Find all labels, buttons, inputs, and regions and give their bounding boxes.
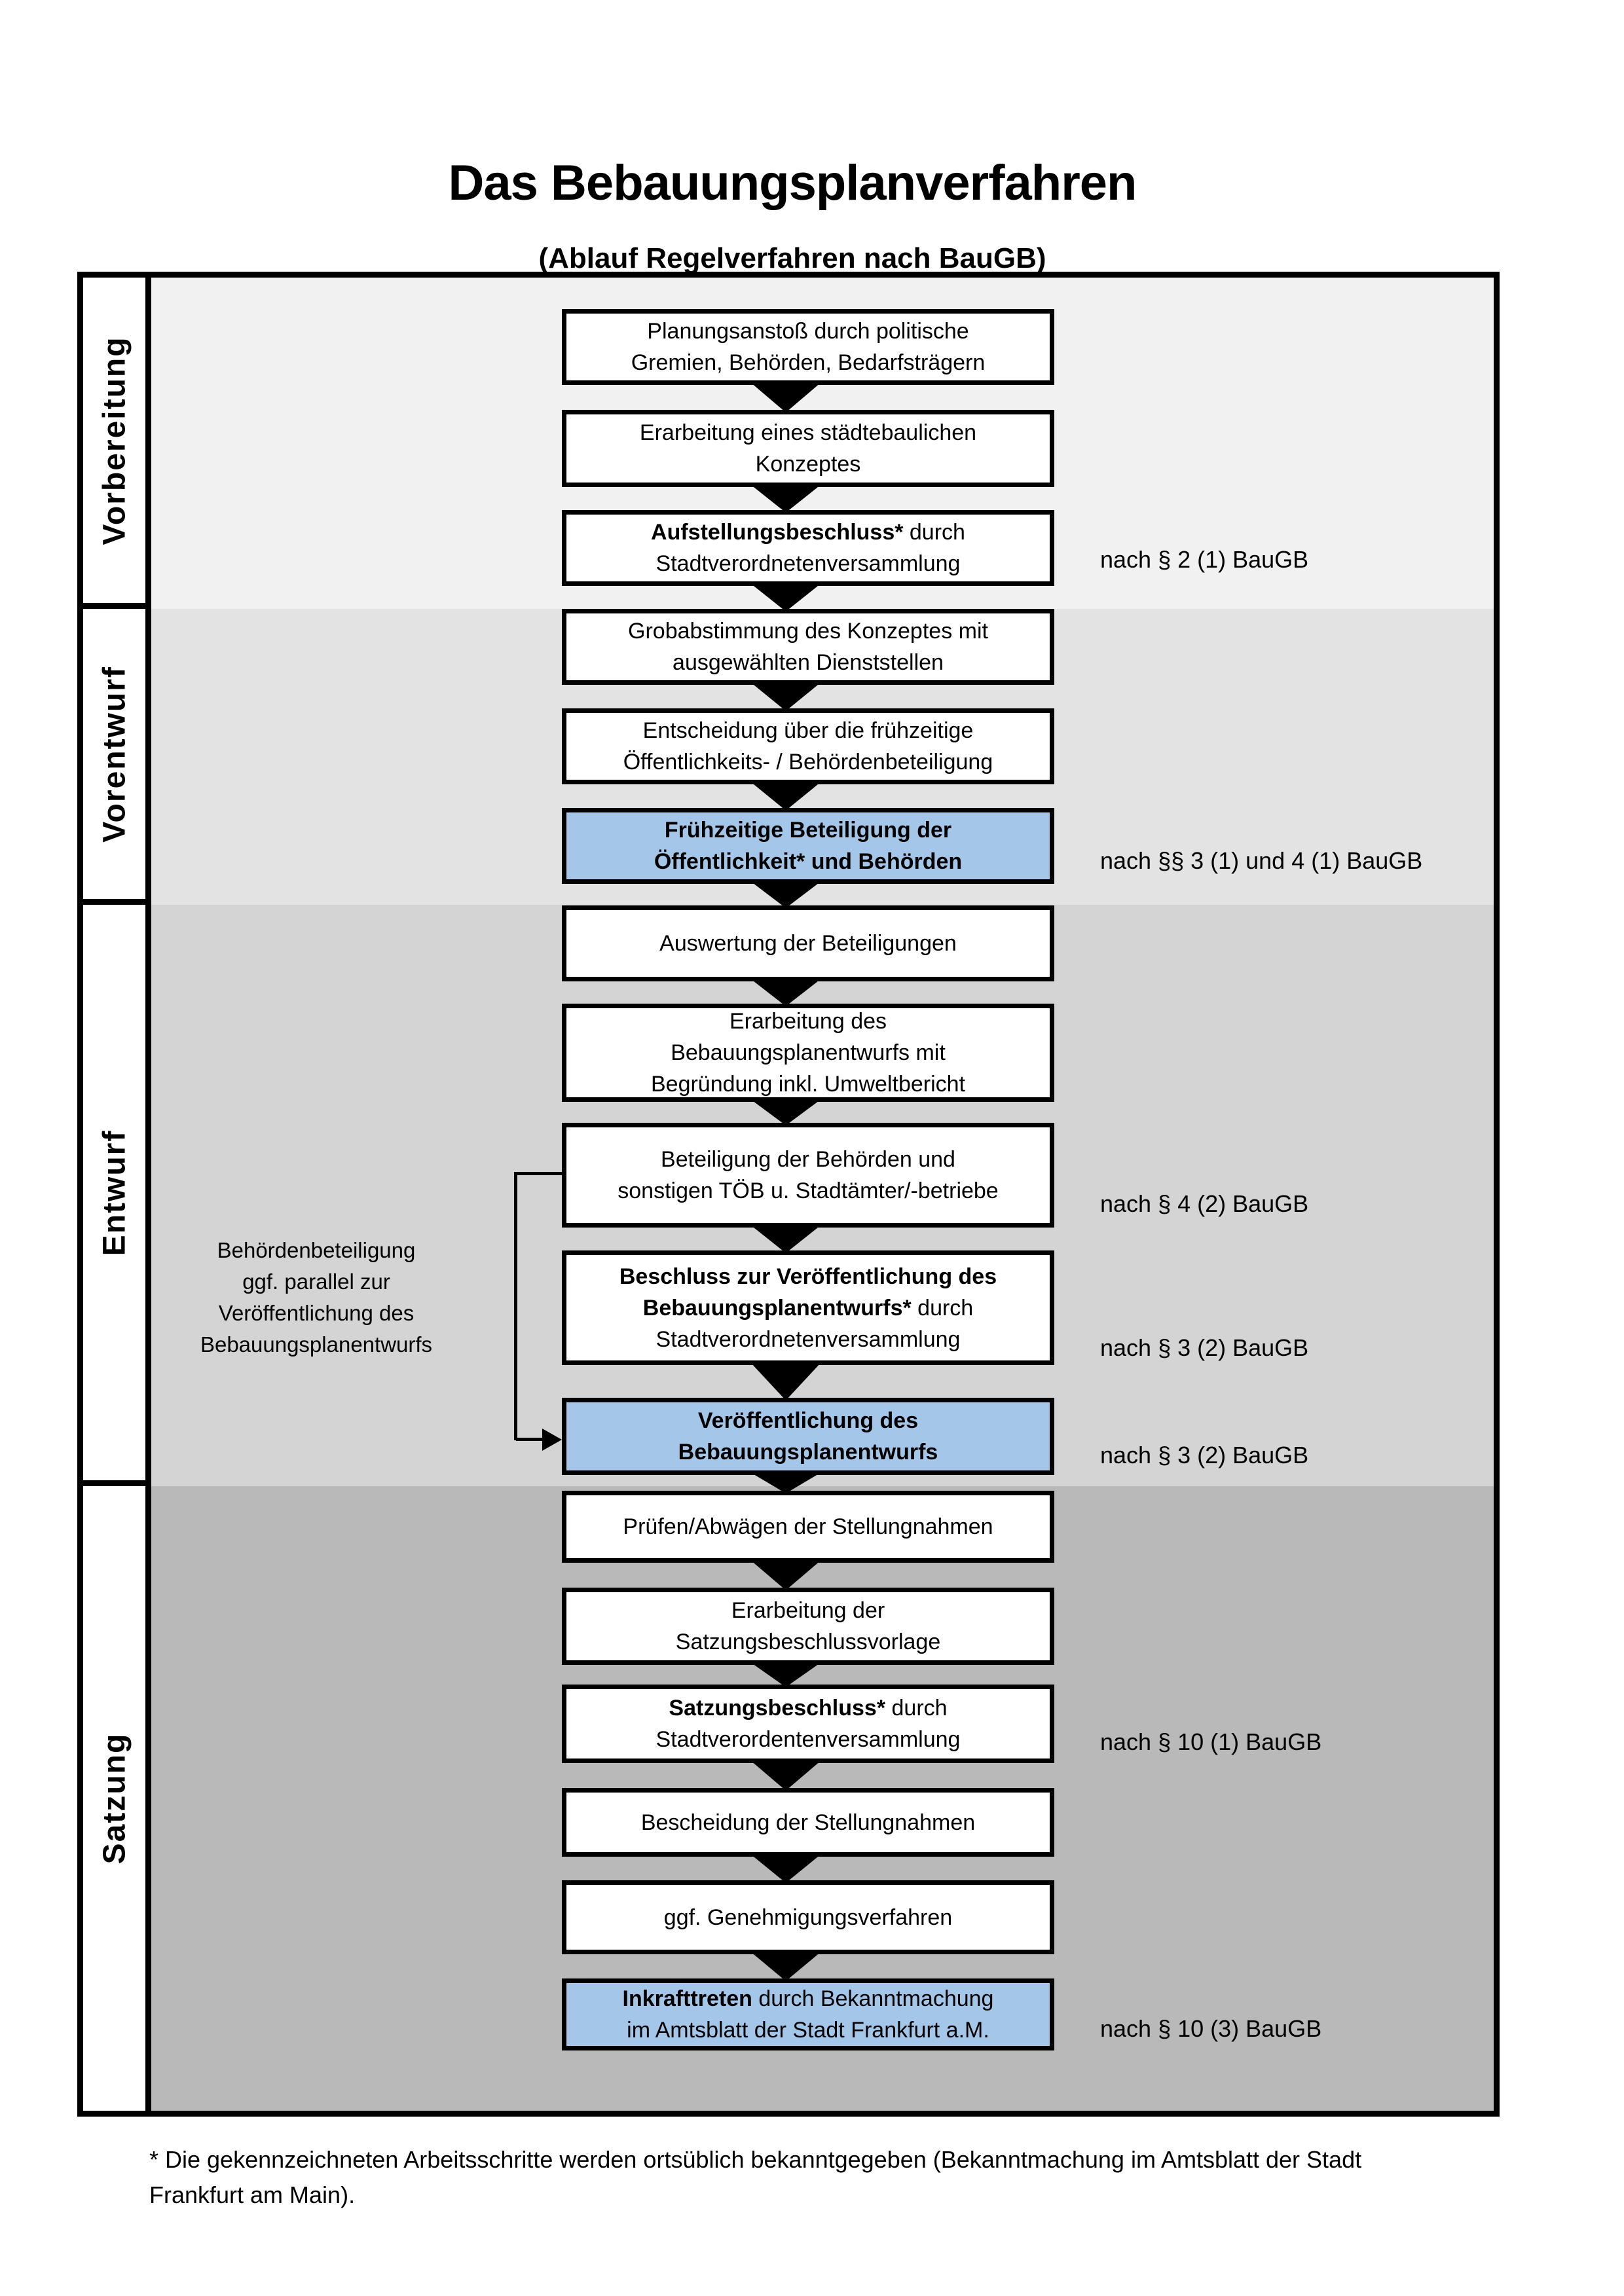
- section-label-cell: Entwurf: [83, 905, 151, 1486]
- flow-box-planungsanstoss: Planungsanstoß durch politische Gremien,…: [562, 309, 1054, 385]
- flow-box-entscheidung-beteiligung: Entscheidung über die frühzeitige Öffent…: [562, 708, 1054, 784]
- annotation-baugb-2-1: nach § 2 (1) BauGB: [1100, 546, 1309, 573]
- flow-box-fruehzeitige-beteiligung: Frühzeitige Beteiligung der Öffentlichke…: [562, 808, 1054, 884]
- flow-box-satzungsbeschluss: Satzungsbeschluss* durch Stadtverordente…: [562, 1685, 1054, 1763]
- arrow-down-icon: [750, 1854, 821, 1883]
- flow-box-aufstellungsbeschluss: Aufstellungsbeschluss* durch Stadtverord…: [562, 510, 1054, 586]
- arrow-down-icon: [750, 1760, 821, 1791]
- section-label-entwurf: Entwurf: [97, 1129, 132, 1256]
- section-label-satzung: Satzung: [97, 1732, 132, 1865]
- annotation-baugb-3-2-a: nach § 3 (2) BauGB: [1100, 1334, 1309, 1361]
- annotation-baugb-3-4-1: nach §§ 3 (1) und 4 (1) BauGB: [1100, 847, 1423, 874]
- annotation-baugb-3-2-b: nach § 3 (2) BauGB: [1100, 1442, 1309, 1468]
- flow-box-satzungsbeschlussvorlage: Erarbeitung der Satzungsbeschlussvorlage: [562, 1588, 1054, 1665]
- annotation-baugb-4-2: nach § 4 (2) BauGB: [1100, 1190, 1309, 1217]
- flow-box-genehmigungsverfahren: ggf. Genehmigungsverfahren: [562, 1880, 1054, 1954]
- arrow-down-icon: [750, 1952, 821, 1981]
- arrow-down-icon: [750, 484, 821, 513]
- flow-box-konzept-erarbeitung: Erarbeitung eines städtebaulichen Konzep…: [562, 410, 1054, 487]
- arrow-down-icon: [750, 382, 821, 412]
- annotation-baugb-10-3: nach § 10 (3) BauGB: [1100, 2015, 1322, 2042]
- arrow-down-icon: [750, 782, 821, 811]
- arrow-down-icon: [750, 979, 821, 1006]
- elbow-connector-stub: [514, 1172, 562, 1175]
- page-subtitle: (Ablauf Regelverfahren nach BauGB): [538, 242, 1046, 274]
- arrow-down-icon: [750, 1099, 821, 1125]
- arrow-down-icon: [750, 1362, 821, 1400]
- arrow-down-icon: [750, 1225, 821, 1253]
- section-label-vorbereitung: Vorbereitung: [97, 335, 132, 545]
- flow-box-auswertung: Auswertung der Beteiligungen: [562, 905, 1054, 981]
- flow-box-behoerden-beteiligung: Beteiligung der Behörden und sonstigen T…: [562, 1123, 1054, 1228]
- flow-box-veroeffentlichung: Veröffentlichung des Bebauungsplanentwur…: [562, 1398, 1054, 1475]
- arrow-down-icon: [750, 1662, 821, 1687]
- footnote: * Die gekennzeichneten Arbeitsschritte w…: [149, 2146, 1362, 2208]
- flow-box-entwurf-erarbeitung: Erarbeitung des Bebauungsplanentwurfs mi…: [562, 1004, 1054, 1102]
- flow-box-pruefen-abwaegen: Prüfen/Abwägen der Stellungnahmen: [562, 1491, 1054, 1563]
- annotation-baugb-10-1: nach § 10 (1) BauGB: [1100, 1728, 1322, 1755]
- arrow-down-icon: [750, 1560, 821, 1590]
- flow-box-inkrafttreten: Inkrafttreten durch Bekanntmachung im Am…: [562, 1978, 1054, 2050]
- arrow-down-icon: [750, 682, 821, 711]
- arrow-down-icon: [750, 881, 821, 908]
- arrow-down-icon: [750, 1472, 821, 1493]
- flow-box-grobabstimmung: Grobabstimmung des Konzeptes mit ausgewä…: [562, 609, 1054, 685]
- section-label-vorentwurf: Vorentwurf: [97, 665, 132, 843]
- side-note-parallel-beteiligung: Behördenbeteiligung ggf. parallel zur Ve…: [200, 1238, 433, 1357]
- flow-box-veroeffentlichungs-beschluss: Beschluss zur Veröffentlichung des Bebau…: [562, 1250, 1054, 1365]
- elbow-connector-horizontal: [516, 1438, 545, 1441]
- arrow-down-icon: [750, 583, 821, 611]
- section-label-cell: Vorbereitung: [83, 278, 151, 609]
- elbow-connector-vertical: [514, 1172, 517, 1440]
- section-label-cell: Satzung: [83, 1486, 151, 2111]
- arrow-right-icon: [542, 1429, 562, 1451]
- flow-box-bescheidung: Bescheidung der Stellungnahmen: [562, 1788, 1054, 1857]
- section-label-cell: Vorentwurf: [83, 609, 151, 905]
- page-title: Das Bebauungsplanverfahren: [448, 155, 1137, 211]
